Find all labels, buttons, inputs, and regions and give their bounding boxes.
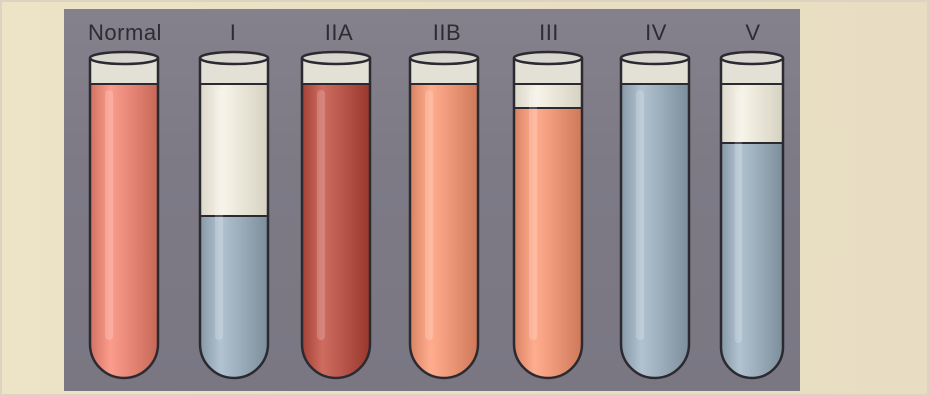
test-tube-iia (302, 52, 370, 380)
tube-rim (721, 52, 783, 64)
tube-rim (302, 52, 370, 64)
clear-layer (514, 84, 582, 109)
test-tube-v (721, 52, 783, 380)
test-tube-i (200, 52, 268, 380)
tube-rim (514, 52, 582, 64)
blood-layer (200, 216, 268, 380)
clear-layer (200, 84, 268, 217)
blood-layer (410, 84, 478, 380)
clear-layer (721, 84, 783, 144)
tube-rim (200, 52, 268, 64)
glass-highlight (317, 90, 325, 340)
blood-layer (514, 108, 582, 380)
glass-highlight (425, 90, 433, 340)
test-tube-iii (514, 52, 582, 380)
blood-layer (302, 84, 370, 380)
glass-highlight (735, 90, 742, 343)
test-tube-iib (410, 52, 478, 380)
glass-highlight (215, 90, 223, 340)
glass-highlight (105, 90, 113, 340)
tube-rim (621, 52, 689, 64)
glass-highlight (529, 90, 537, 340)
tube-rim (90, 52, 158, 64)
test-tube-iv (621, 52, 689, 380)
blood-layer (721, 143, 783, 380)
tube-rim (410, 52, 478, 64)
glass-highlight (636, 90, 644, 340)
test-tube-normal (90, 52, 158, 380)
blood-layer (90, 84, 158, 380)
blood-layer (621, 84, 689, 380)
